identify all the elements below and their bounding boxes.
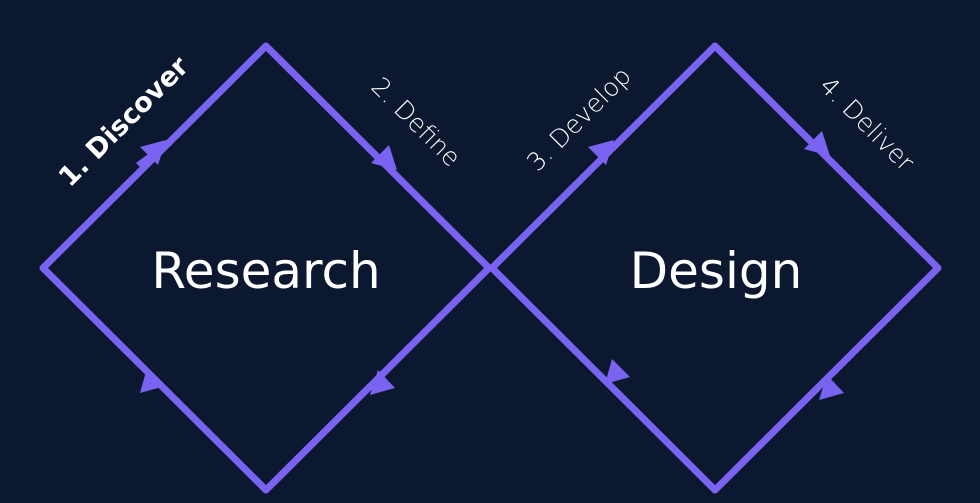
arrow-icon-develop (588, 140, 614, 165)
region-label-design: Design (630, 242, 803, 300)
arrow-icon-design-return-right (819, 375, 844, 400)
arrow-icon-research-return-left (140, 368, 165, 393)
arrow-icon-deliver (804, 131, 830, 156)
arrow-icon-design-return-left (605, 359, 630, 384)
research-diamond (39, 42, 493, 494)
arrow-icon-define (371, 145, 397, 170)
region-label-research: Research (151, 242, 380, 300)
arrow-icon-research-return-right (370, 370, 395, 395)
design-diamond (488, 42, 942, 494)
phase-label-develop: 3. Develop (521, 61, 637, 177)
arrow-icon-discover-head (140, 140, 166, 165)
phase-label-discover: 1. Discover (53, 50, 196, 193)
